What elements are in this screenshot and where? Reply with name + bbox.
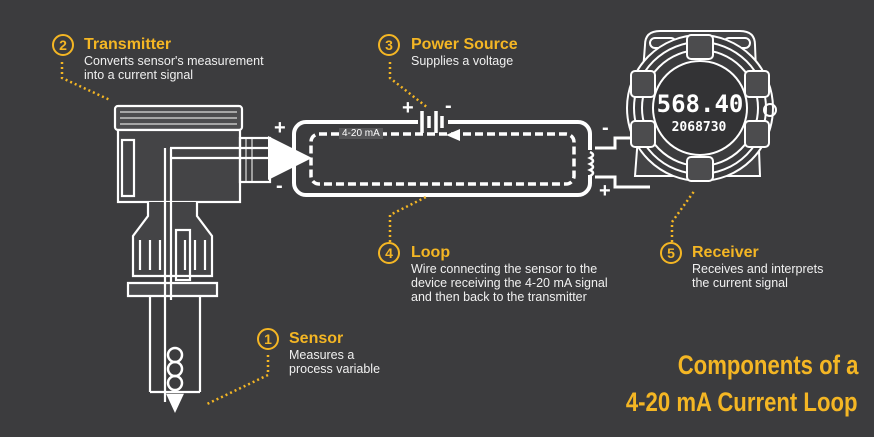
- title-power-source: Power Source: [411, 36, 518, 53]
- heading-line-2: 4-20 mA Current Loop: [626, 387, 858, 417]
- desc-line: device receiving the 4-20 mA signal: [411, 276, 608, 290]
- display: 568.40 2068730: [657, 90, 744, 135]
- transmitter-output-arrow: [268, 136, 312, 180]
- badge-loop: 4: [378, 242, 400, 264]
- desc-line: Receives and interprets: [692, 262, 824, 276]
- desc-line: Measures a: [289, 348, 355, 362]
- current-arrow-icon: [446, 129, 460, 141]
- battery-icon: [418, 111, 448, 133]
- loop-current-label: 4-20 mA: [339, 128, 383, 139]
- badge-receiver: 5: [660, 242, 682, 264]
- receiver-minus: -: [602, 117, 609, 139]
- title-receiver: Receiver: [692, 244, 759, 261]
- loop-current-path: [309, 132, 576, 186]
- desc-line: into a current signal: [84, 68, 194, 82]
- desc-line: the current signal: [692, 276, 788, 290]
- receiver-drawing: [626, 30, 777, 182]
- badge-power-source: 3: [378, 34, 400, 56]
- heading-line-1: Components of a: [677, 350, 858, 380]
- desc-line: Wire connecting the sensor to the: [411, 262, 598, 276]
- battery-minus: -: [445, 95, 452, 117]
- badge-sensor: 1: [257, 328, 279, 350]
- badge-transmitter: 2: [52, 34, 74, 56]
- desc-line: and then back to the transmitter: [411, 290, 587, 304]
- desc-power-source: Supplies a voltage: [411, 54, 513, 68]
- leader-lines: [60, 62, 697, 407]
- desc-line: Converts sensor's measurement: [84, 54, 264, 68]
- title-transmitter: Transmitter: [84, 36, 172, 53]
- battery-plus: +: [402, 97, 414, 119]
- transmitter-plus: +: [274, 117, 286, 139]
- sensor-coil: [166, 346, 184, 413]
- transmitter-drawing: [113, 104, 272, 402]
- display-primary: 568.40: [657, 90, 744, 118]
- receiver-plus: +: [599, 180, 611, 202]
- display-secondary: 2068730: [672, 120, 727, 135]
- transmitter-minus: -: [276, 175, 283, 197]
- title-loop: Loop: [411, 244, 451, 261]
- desc-line: Supplies a voltage: [411, 54, 514, 68]
- desc-line: process variable: [289, 362, 381, 376]
- title-sensor: Sensor: [289, 330, 344, 347]
